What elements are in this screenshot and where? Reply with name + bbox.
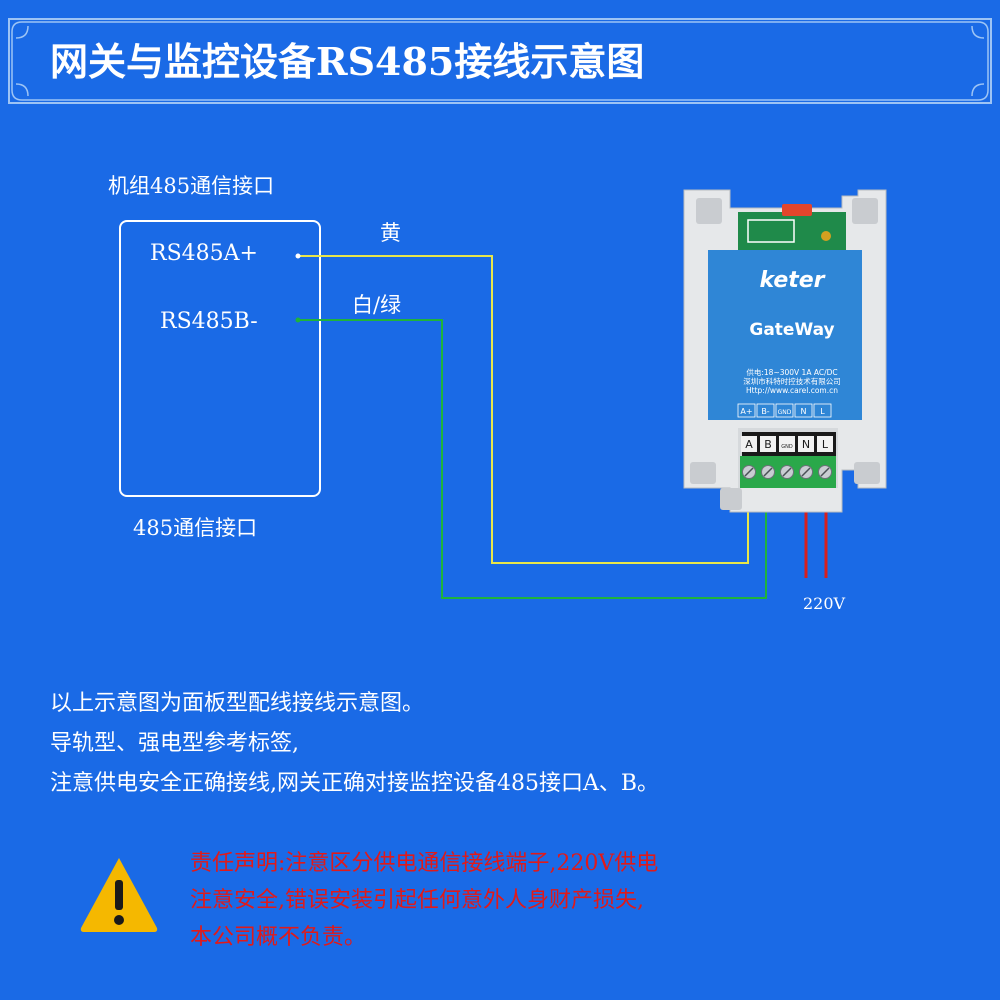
power-label: 220V — [803, 594, 846, 613]
notes: 以上示意图为面板型配线接线示意图。 导轨型、强电型参考标签, 注意供电安全正确接… — [50, 684, 970, 804]
banner-frame — [8, 18, 992, 104]
plate-label-box — [794, 403, 813, 418]
pcb-led — [821, 231, 831, 241]
plate-label: N — [801, 407, 807, 416]
gateway-name: GateWay — [749, 320, 835, 340]
note-line: 导轨型、强电型参考标签, — [50, 731, 299, 756]
plate-label: GND — [778, 409, 792, 416]
terminal-label: B — [764, 438, 772, 451]
terminal-screw — [780, 465, 794, 479]
terminal-screw-slot — [782, 467, 792, 477]
warning-icon — [80, 858, 158, 932]
disclaimer: 责任声明:注意区分供电通信接线端子,220V供电 注意安全,错误安装引起任何意外… — [190, 845, 950, 956]
unit-interface-title: 机组485通信接口 — [108, 174, 275, 198]
plate-label: A+ — [740, 407, 752, 416]
banner-title: 网关与监控设备RS485接线示意图 — [50, 39, 645, 84]
port-b-label: RS485B- — [160, 309, 258, 334]
disclaimer-line: 注意安全,错误安装引起任何意外人身财产损失, — [190, 888, 644, 913]
disclaimer-line: 责任声明:注意区分供电通信接线端子,220V供电 — [190, 851, 659, 876]
plate-label-box — [756, 403, 775, 418]
gateway-spec-line: Http://www.carel.com.cn — [746, 386, 838, 395]
gateway-spec: 供电:18~300V 1A AC/DC 深圳市科特时控技术有限公司 Http:/… — [722, 368, 862, 395]
terminal-label: GND — [781, 444, 793, 450]
plate-label-box — [737, 403, 756, 418]
white-green-wire-label: 白/绿 — [352, 293, 402, 317]
yellow-wire-label: 黄 — [380, 221, 401, 245]
terminal-screw — [742, 465, 756, 479]
terminal-screw — [818, 465, 832, 479]
terminal-label: A — [745, 438, 753, 451]
plate-label-box — [775, 403, 794, 418]
gateway-brand: keter — [759, 268, 825, 293]
terminal-label-box — [798, 436, 814, 452]
terminal-screw-slot — [763, 467, 773, 477]
terminal-screw-slot — [801, 467, 811, 477]
plate-label-box — [813, 403, 832, 418]
port-a-label: RS485A+ — [150, 241, 258, 266]
terminal-screw — [799, 465, 813, 479]
gateway-spec-line: 供电:18~300V 1A AC/DC — [746, 368, 838, 377]
title-banner: 网关与监控设备RS485接线示意图 — [8, 18, 992, 104]
green-wire — [298, 319, 767, 599]
terminal-label: N — [802, 438, 810, 451]
terminal-label-box — [760, 436, 776, 452]
note-line: 注意供电安全正确接线,网关正确对接监控设备485接口A、B。 — [50, 771, 660, 796]
gateway-device — [683, 189, 887, 513]
plate-label: L — [820, 407, 825, 416]
terminal-label-box — [741, 436, 757, 452]
disclaimer-line: 本公司概不负责。 — [190, 925, 367, 950]
terminal-label: L — [822, 438, 829, 451]
terminal-screw-slot — [744, 467, 754, 477]
terminal-label-box — [779, 436, 795, 452]
note-line: 以上示意图为面板型配线接线示意图。 — [50, 691, 425, 716]
terminal-screw-slot — [820, 467, 830, 477]
terminal-label-box — [817, 436, 833, 452]
unit-interface-caption: 485通信接口 — [133, 516, 258, 540]
gateway-spec-line: 深圳市科特时控技术有限公司 — [743, 377, 841, 386]
terminal-block — [740, 456, 836, 488]
plate-label: B- — [761, 407, 769, 416]
terminal-screw — [761, 465, 775, 479]
